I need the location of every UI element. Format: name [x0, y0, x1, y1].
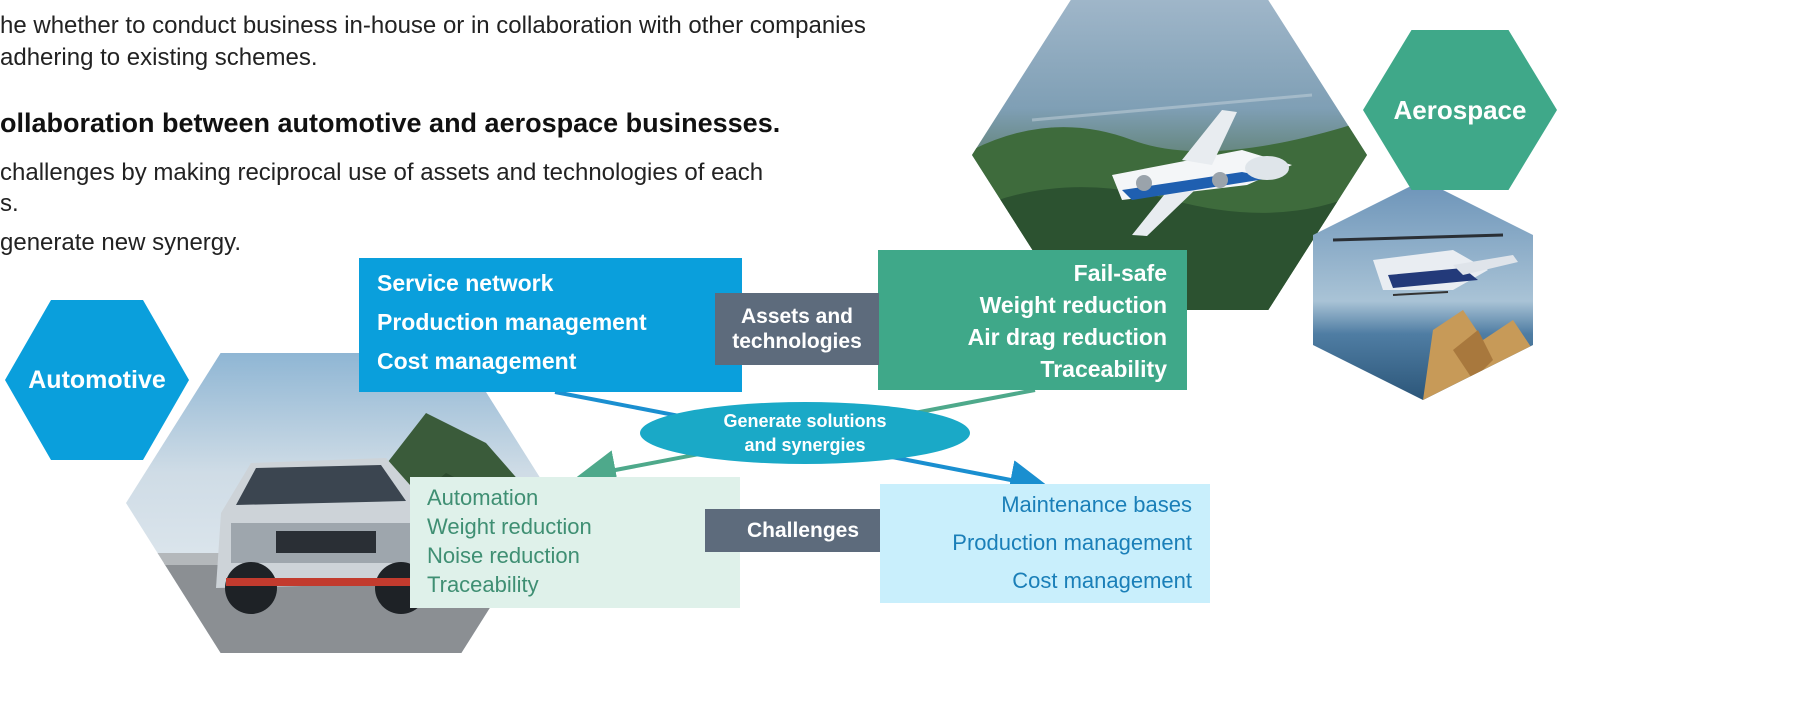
- intro-line-4: s.: [0, 190, 19, 217]
- automotive-challenge: Noise reduction: [427, 543, 580, 568]
- intro-line-1: he whether to conduct business in-house …: [0, 12, 866, 39]
- aerospace-label: Aerospace: [1393, 94, 1527, 125]
- aerospace-asset: Air drag reduction: [967, 324, 1167, 350]
- assets-technologies-label: Assets and technologies: [715, 293, 879, 365]
- generate-solutions-label: Generate solutions and synergies: [723, 410, 887, 455]
- aerospace-challenge: Maintenance bases: [1001, 492, 1192, 517]
- aerospace-asset: Traceability: [1040, 356, 1167, 382]
- intro-line-3: challenges by making reciprocal use of a…: [0, 159, 764, 186]
- intro-line-2: adhering to existing schemes.: [0, 44, 318, 71]
- section-heading: ollaboration between automotive and aero…: [0, 108, 781, 138]
- automotive-label: Automotive: [28, 365, 166, 394]
- aerospace-asset: Fail-safe: [1073, 260, 1167, 286]
- aerospace-asset: Weight reduction: [979, 292, 1167, 318]
- automotive-asset: Service network: [377, 270, 554, 296]
- automotive-challenges-box: Automation Weight reduction Noise reduct…: [410, 477, 740, 608]
- aerospace-assets-box: Fail-safe Weight reduction Air drag redu…: [878, 250, 1187, 390]
- aerospace-challenges-box: Maintenance bases Production management …: [880, 484, 1210, 603]
- aerospace-challenge: Cost management: [1012, 568, 1192, 593]
- automotive-challenge: Traceability: [427, 572, 539, 597]
- automotive-challenge: Automation: [427, 485, 539, 510]
- automotive-challenge: Weight reduction: [427, 514, 592, 539]
- aerospace-challenge: Production management: [952, 530, 1192, 555]
- challenges-label: Challenges: [705, 509, 901, 552]
- intro-line-5: generate new synergy.: [0, 229, 242, 256]
- automotive-asset: Cost management: [377, 348, 577, 374]
- generate-solutions-ellipse: Generate solutions and synergies: [640, 402, 970, 464]
- automotive-assets-box: Service network Production management Co…: [359, 258, 742, 392]
- automotive-asset: Production management: [377, 309, 647, 335]
- aerospace-hexagon: Aerospace: [1363, 30, 1557, 190]
